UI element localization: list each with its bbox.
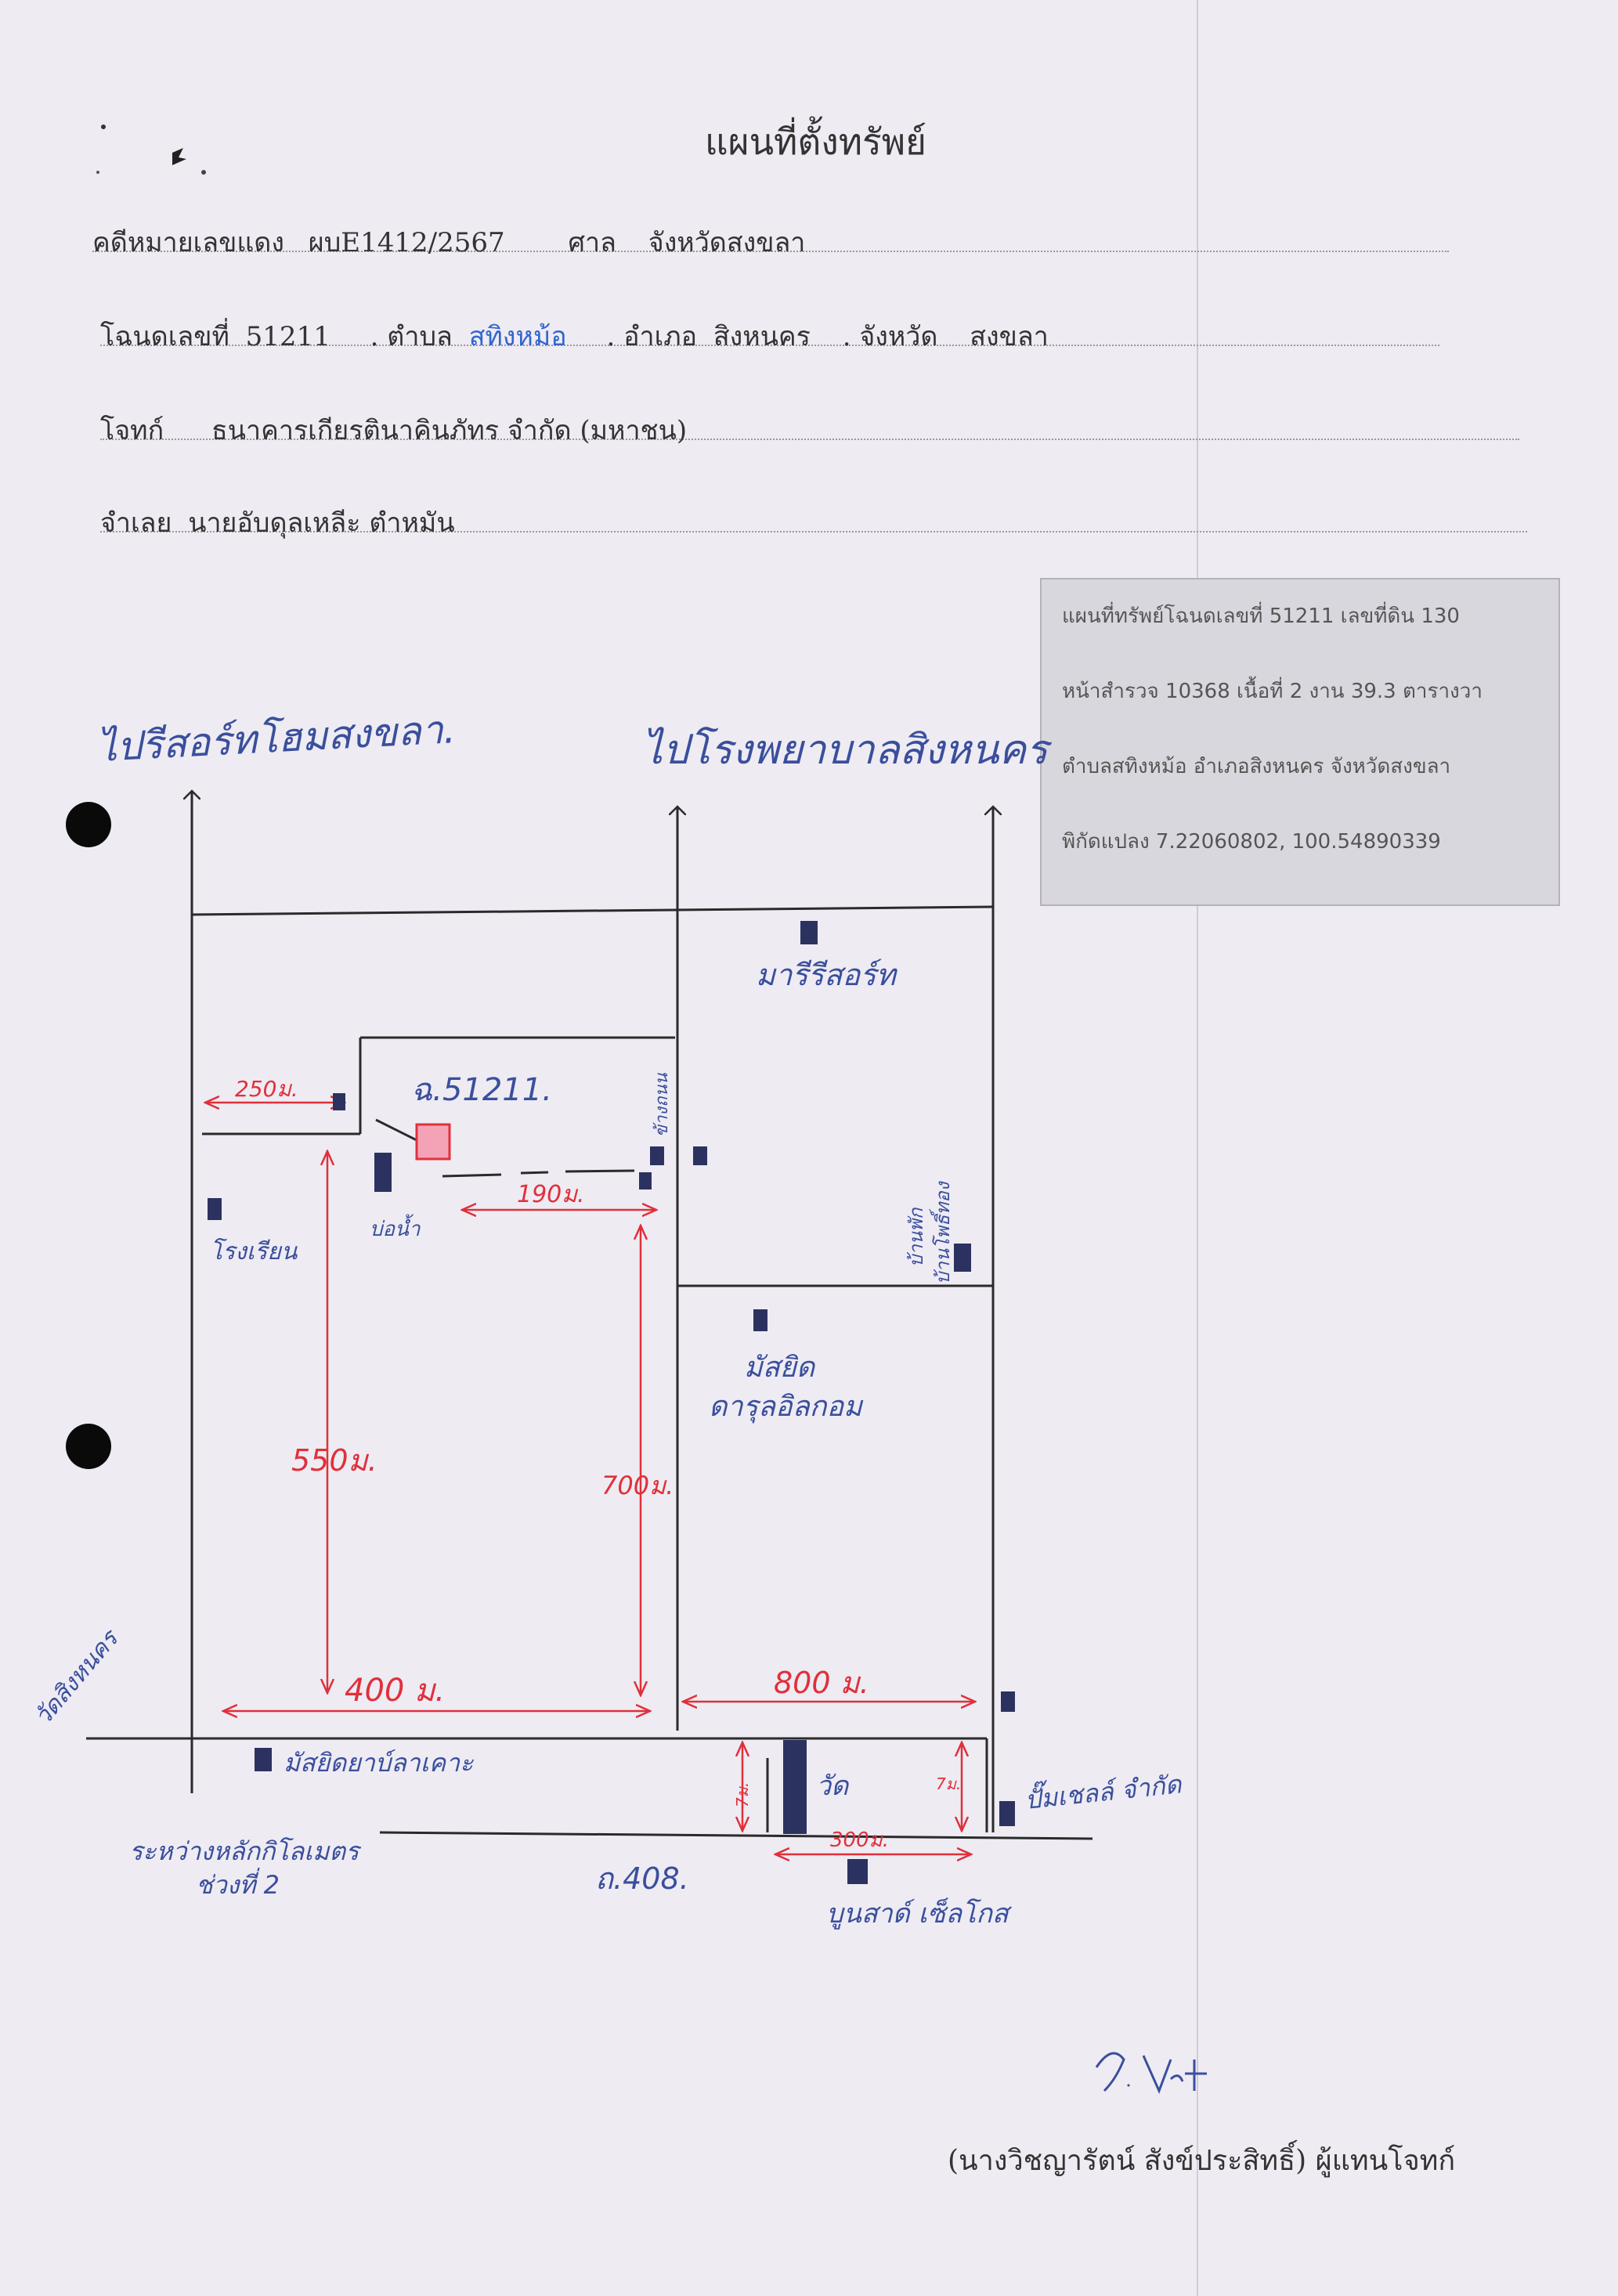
marker-wat (783, 1740, 807, 1834)
case-label: คดีหมายเลขแดง (92, 227, 284, 258)
info-line-2: หน้าสำรวจ 10368 เนื้อที่ 2 งาน 39.3 ตารา… (1062, 680, 1483, 703)
marker-school (208, 1198, 222, 1220)
defendant-row: จำเลย นายอับดุลเหลีะ ตำหมัน (100, 501, 455, 543)
marker-house (954, 1244, 971, 1272)
label-mosque: มัสยิด ดารุลอิลกอม (709, 1352, 864, 1424)
dashed-path (442, 1169, 635, 1178)
pointer-line (375, 1118, 424, 1145)
plaintiff-label: โจทก์ (100, 415, 164, 446)
label-550: 550ม. (291, 1443, 377, 1478)
case-row: คดีหมายเลขแดง ผบE1412/2567 ศาล จังหวัดสง… (92, 221, 805, 263)
punch-hole-top (66, 802, 111, 847)
roads (86, 791, 1093, 1840)
info-line-4: พิกัดแปลง 7.22060802, 100.54890339 (1062, 830, 1441, 854)
label-left-side: วัดสิงหนคร (29, 1623, 125, 1731)
plaintiff-name: ธนาคารเกียรตินาคินภัทร จำกัด (มหาชน) (211, 415, 688, 446)
case-underline (92, 251, 1449, 252)
info-line-1: แผนที่ทรัพย์โฉนดเลขที่ 51211 เลขที่ดิน 1… (1062, 605, 1460, 628)
label-resort: มารีรีสอร์ท (756, 958, 898, 992)
label-to-right: ไปโรงพยาบาลสิงหนคร (642, 727, 1053, 774)
defendant-label: จำเลย (100, 507, 172, 539)
deed-underline (100, 345, 1439, 346)
court-label: ศาล (568, 227, 616, 258)
label-mosque-line1: มัสยิด (744, 1352, 816, 1384)
label-bottom-left-line2: ช่วงที่ 2 (196, 1868, 280, 1900)
marker-190-end (639, 1172, 652, 1190)
court-name: จังหวัดสงขลา (648, 227, 806, 258)
province-value: สงขลา (970, 321, 1049, 352)
parcel-info-box: แผนที่ทรัพย์โฉนดเลขที่ 51211 เลขที่ดิน 1… (1040, 578, 1560, 906)
marker-lot-corner (333, 1093, 345, 1110)
amphoe-label: . อำเภอ (606, 321, 698, 352)
distance-arrows (205, 1103, 975, 1854)
marker-shell-a (1001, 1691, 1015, 1712)
defendant-name: นายอับดุลเหลีะ ตำหมัน (188, 507, 455, 539)
deed-number: 51211 (245, 321, 330, 352)
road-top (191, 905, 994, 916)
deed-label: โฉนดเลขที่ (100, 321, 229, 352)
label-bottom-mosque: มัสยิดยาบ์ลาเคาะ (284, 1748, 475, 1778)
label-property: ฉ.51211. (411, 1072, 552, 1108)
label-house-b: บ้านโพธิ์ทอง (929, 1180, 954, 1284)
signature (1095, 2052, 1207, 2094)
marker-bottom-center (847, 1859, 868, 1884)
marker-pond (374, 1153, 392, 1192)
label-wat: วัด (816, 1771, 850, 1802)
label-house-a: บ้านพัก (905, 1207, 927, 1267)
signer-name: (นางวิชญารัตน์ สังข์ประสิทธิ์) ผู้แทนโจท… (948, 2145, 1456, 2177)
stamp-smudge (96, 125, 206, 175)
info-line-3: ตำบลสทิงหม้อ อำเภอสิงหนคร จังหวัดสงขลา (1062, 755, 1451, 778)
label-800: 800 ม. (774, 1666, 869, 1700)
label-road: ถ.408. (595, 1861, 689, 1896)
tambon-label: . ตำบล (370, 321, 453, 352)
label-shell: ปั๊มเชลล์ จำกัด (1023, 1766, 1184, 1815)
label-to-left: ไปรีสอร์ทโฮมสงขลา. (96, 706, 457, 771)
label-300: 300ม. (830, 1828, 889, 1852)
label-school: โรงเรียน (210, 1237, 298, 1265)
label-7-left: 7ม. (733, 1782, 752, 1807)
deed-row: โฉนดเลขที่ 51211 . ตำบล สทิงหม้อ . อำเภอ… (100, 315, 1049, 357)
label-bottom-left-line1: ระหว่างหลักกิโลเมตร (129, 1836, 362, 1866)
plaintiff-row: โจทก์ ธนาคารเกียรตินาคินภัทร จำกัด (มหาช… (100, 409, 687, 451)
landmark-markers (208, 921, 1015, 1884)
plaintiff-underline (100, 439, 1519, 440)
province-label: . จังหวัด (842, 321, 938, 352)
marker-junction-b (693, 1146, 707, 1165)
punch-hole-bottom (66, 1424, 111, 1469)
label-junction: ข้างถนน (652, 1073, 672, 1137)
label-mosque-line2: ดารุลอิลกอม (709, 1391, 864, 1424)
label-pond: บ่อน้ำ (370, 1214, 421, 1241)
property-marker (415, 1123, 451, 1161)
case-number: ผบE1412/2567 (308, 227, 505, 258)
tambon-value: สทิงหม้อ (468, 321, 567, 352)
label-7-right: 7ม. (936, 1774, 961, 1793)
marker-shell-b (999, 1801, 1015, 1826)
label-190: 190ม. (517, 1181, 585, 1208)
fold-line (1197, 0, 1198, 2296)
document-title: แผนที่ตั้งทรัพย์ (705, 121, 927, 163)
marker-junction-a (650, 1146, 664, 1165)
road-408 (379, 1831, 1093, 1840)
label-250: 250ม. (235, 1076, 298, 1102)
label-700: 700ม. (601, 1471, 674, 1500)
label-bottom-left: ระหว่างหลักกิโลเมตร ช่วงที่ 2 (129, 1836, 367, 1900)
defendant-underline (100, 531, 1527, 532)
map-labels: ไปรีสอร์ทโฮมสงขลา. ไปโรงพยาบาลสิงหนคร ฉ.… (29, 706, 1184, 1930)
marker-mosque (753, 1309, 767, 1331)
amphoe-value: สิงหนคร (713, 321, 811, 352)
marker-resort (800, 921, 818, 944)
label-400: 400 ม. (345, 1673, 445, 1709)
marker-bottom-mosque (255, 1748, 272, 1771)
label-bottom-center: บูนสาด์ เซ็ลโกส (826, 1897, 1013, 1930)
